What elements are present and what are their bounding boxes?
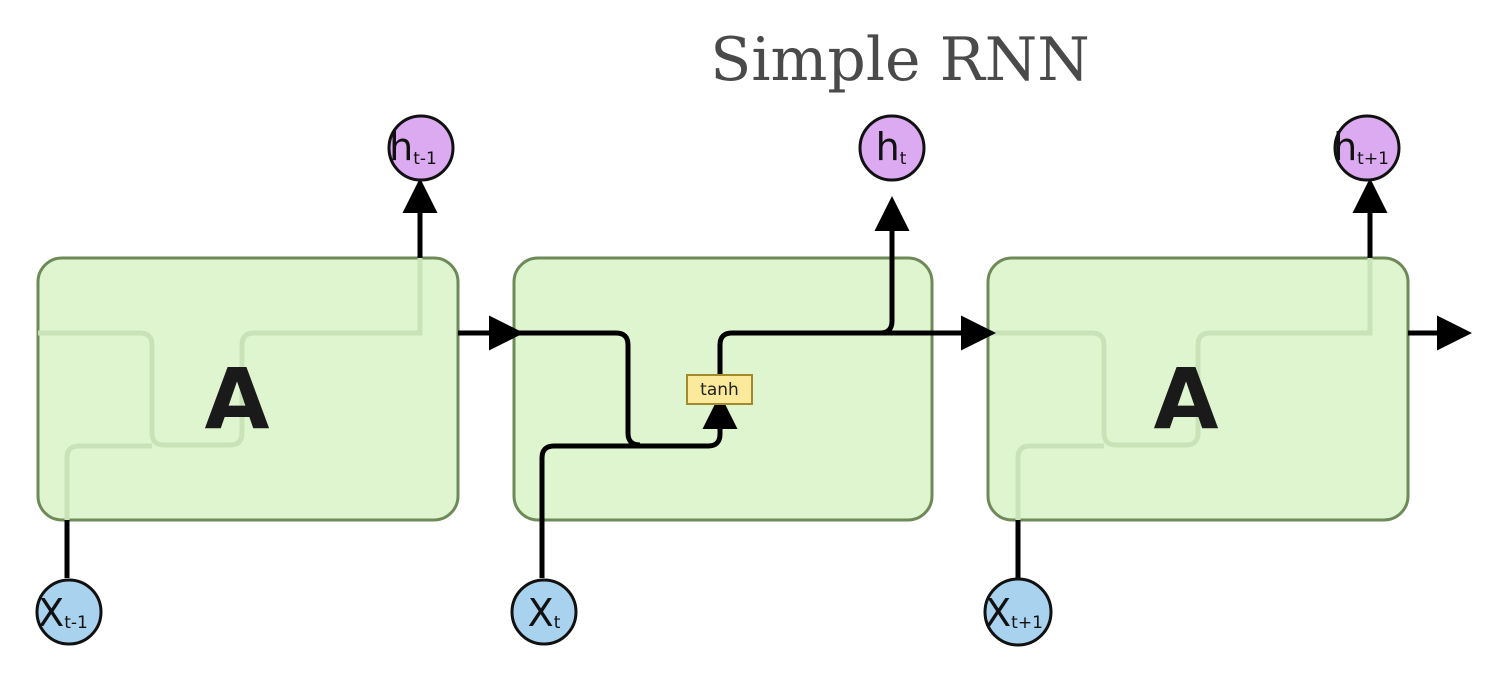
output-main-middle: h [876,125,900,169]
output-sub-left: t-1 [413,149,437,169]
tanh-label: tanh [700,380,739,400]
tanh-activation: tanh [686,374,753,405]
output-node-left: ht-1 [387,114,455,182]
input-circle-left [35,578,103,646]
output-node-middle: ht [858,114,926,182]
cell-label-left: A [204,350,269,448]
input-sub-middle: t [554,613,561,633]
input-circle-middle [510,578,578,646]
input-label-right: Xt+1 [985,591,1043,635]
input-sub-right: t+1 [1011,613,1043,633]
output-label-middle: ht [876,125,907,169]
input-node-right: Xt+1 [983,577,1053,647]
input-sub-left: t-1 [64,613,88,633]
output-label-left: ht-1 [389,125,437,169]
output-sub-middle: t [900,149,907,169]
cell-box-left [36,256,460,522]
ghost-wire-left-input [64,443,152,520]
input-main-right: X [985,591,1011,635]
output-main-left: h [389,125,413,169]
output-label-right: ht+1 [1333,125,1389,169]
ghost-wire-left [38,258,423,448]
input-main-middle: X [528,591,554,635]
input-node-left: Xt-1 [35,578,103,646]
input-label-left: Xt-1 [38,591,88,635]
wire-input-in [539,394,738,578]
output-sub-right: t+1 [1357,149,1389,169]
input-node-middle: Xt [510,578,578,646]
cell-label-right: A [1153,350,1218,448]
tanh-box [686,374,753,405]
ghost-wire-right [988,258,1373,448]
rnn-cell-right: A [986,256,1410,522]
output-circle-right [1333,114,1401,182]
output-circle-middle [858,114,926,182]
diagram-title: Simple RNN [710,25,1090,95]
recurrent-connections [64,178,1472,578]
wire-tanh-out [717,196,910,375]
ghost-wire-right-input [1015,443,1104,520]
output-node-right: ht+1 [1333,114,1401,182]
rnn-cell-left: A [36,256,460,522]
input-circle-right [983,577,1053,647]
output-main-right: h [1333,125,1357,169]
input-label-middle: Xt [528,591,561,635]
input-main-left: X [38,591,64,635]
output-circle-left [387,114,455,182]
